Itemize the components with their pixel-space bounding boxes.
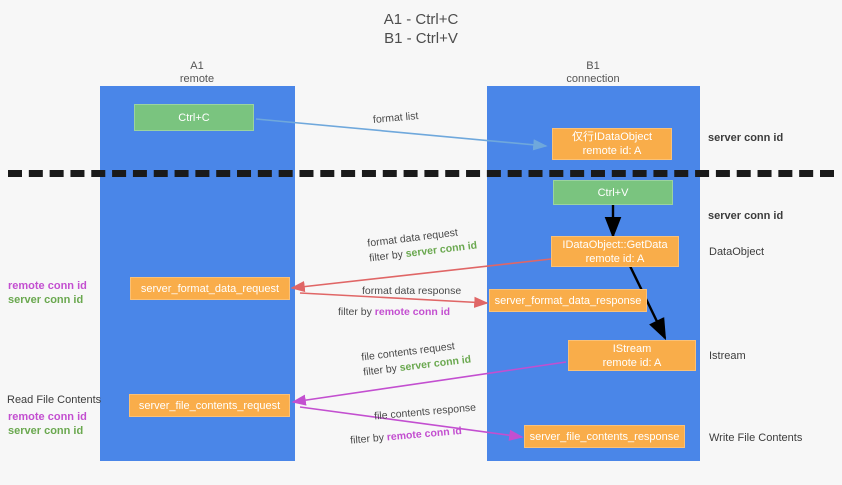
box-idataobject-sub: remote id: A <box>582 145 642 157</box>
box-getdata-label: IDataObject::GetData <box>562 238 668 251</box>
box-server-format-data-request[interactable]: server_format_data_request <box>130 277 290 300</box>
right-label-server-conn-id-top: server conn id <box>708 132 784 144</box>
box-server-file-contents-response-label: server_file_contents_response <box>529 430 680 443</box>
box-server-format-data-response-label: server_format_data_response <box>494 294 642 307</box>
box-ctrl-v-label: Ctrl+V <box>597 186 629 199</box>
title-line-1: A1 - Ctrl+C <box>383 11 459 28</box>
left-label-file-server-conn-id: server conn id <box>8 425 84 437</box>
annotation-format-data-response-filter: filter by remote conn id <box>338 305 461 320</box>
box-istream-label: IStream <box>612 342 652 355</box>
column-header-b1-name: B1 <box>586 60 600 72</box>
filter-value-remote-conn-id: remote conn id <box>374 306 451 318</box>
box-ctrl-c[interactable]: Ctrl+C <box>134 104 254 131</box>
right-label-dataobject: DataObject <box>709 246 765 258</box>
column-header-a1: A1 remote <box>117 60 277 86</box>
right-label-write-file-contents: Write File Contents <box>709 432 803 444</box>
annotation-file-contents-request: file contents request filter by server c… <box>361 337 472 380</box>
annotation-file-contents-response: file contents response filter by remote … <box>350 401 479 447</box>
left-label-file-remote-conn-id: remote conn id <box>8 411 87 423</box>
title-line-2: B1 - Ctrl+V <box>384 30 458 47</box>
phase-divider <box>8 170 834 177</box>
column-header-a1-sub: remote <box>179 73 215 85</box>
box-ctrl-c-label: Ctrl+C <box>178 111 210 124</box>
box-istream[interactable]: IStream remote id: A <box>568 340 696 371</box>
annotation-format-list: format list <box>372 109 419 128</box>
box-server-file-contents-request[interactable]: server_file_contents_request <box>129 394 290 417</box>
box-ctrl-v[interactable]: Ctrl+V <box>553 180 673 205</box>
annotation-format-list-text: format list <box>372 110 419 126</box>
filter-prefix: filter by <box>349 431 385 447</box>
annotation-file-contents-response-filter: filter by remote conn id <box>350 423 479 449</box>
page-title: A1 - Ctrl+C B1 - Ctrl+V <box>0 10 842 48</box>
annotation-format-data-response-text: format data response <box>362 285 462 297</box>
box-server-file-contents-request-label: server_file_contents_request <box>138 399 281 412</box>
box-getdata-sub: remote id: A <box>585 252 645 265</box>
box-istream-sub: remote id: A <box>602 356 662 369</box>
box-getdata[interactable]: IDataObject::GetData remote id: A <box>551 236 679 267</box>
box-server-format-data-response[interactable]: server_format_data_response <box>489 289 647 312</box>
left-label-read-file-contents: Read File Contents <box>7 394 102 406</box>
column-header-b1: B1 connection <box>513 60 673 86</box>
box-server-format-data-request-label: server_format_data_request <box>140 282 280 295</box>
left-label-format-remote-conn-id: remote conn id <box>8 280 87 292</box>
right-label-server-conn-id-mid: server conn id <box>708 210 784 222</box>
left-label-format-server-conn-id: server conn id <box>8 294 84 306</box>
column-header-b1-sub: connection <box>566 73 620 85</box>
box-server-file-contents-response[interactable]: server_file_contents_response <box>524 425 685 448</box>
filter-value-remote-conn-id: remote conn id <box>386 424 463 444</box>
filter-prefix: filter by <box>368 248 404 265</box>
column-header-a1-name: A1 <box>190 60 204 72</box>
filter-prefix: filter by <box>362 362 398 379</box>
annotation-format-data-request: format data request filter by server con… <box>367 223 478 266</box>
annotation-format-data-response: format data response filter by remote co… <box>338 284 462 320</box>
box-idataobject-label: 仅行IDataObject <box>571 131 653 143</box>
annotation-file-contents-response-text: file contents response <box>373 401 477 423</box>
box-idataobject[interactable]: 仅行IDataObject remote id: A <box>552 128 672 160</box>
filter-prefix: filter by <box>338 306 372 318</box>
right-label-istream: Istream <box>709 350 746 362</box>
